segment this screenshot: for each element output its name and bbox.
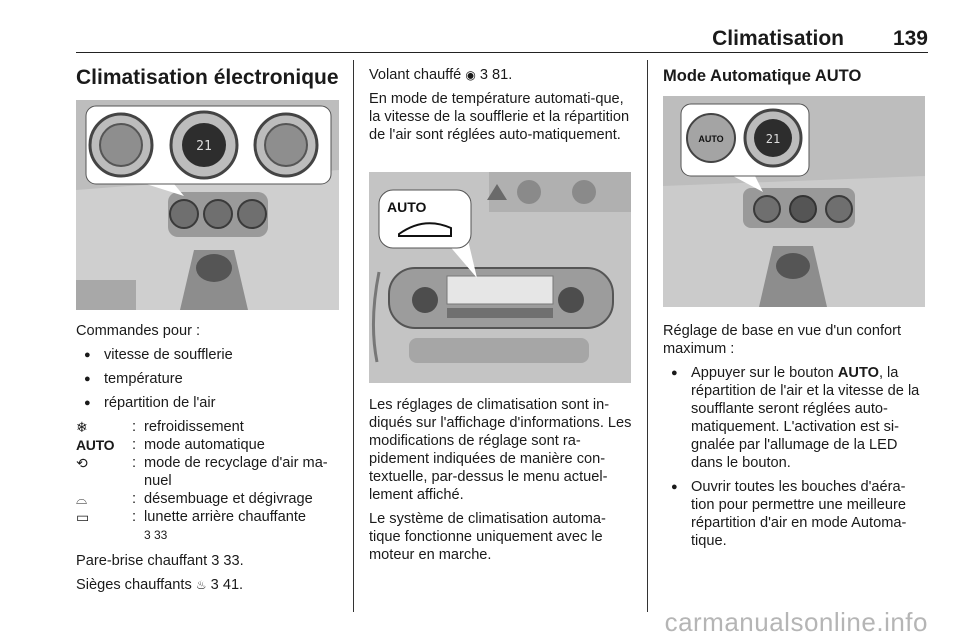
cross-reference[interactable]: 3 81. — [479, 67, 513, 83]
page-number: 139 — [892, 27, 928, 50]
display-paragraph: Les réglages de climatisation sont in-di… — [369, 397, 632, 503]
cross-reference[interactable]: 3 33. — [211, 553, 244, 569]
column-2: Volant chauffé ◉ 3 81. En mode de tempér… — [369, 66, 633, 150]
column-1: Climatisation électronique — [76, 66, 341, 90]
controls-intro: Commandes pour : — [76, 323, 201, 339]
legend-text: mode automatique — [144, 437, 265, 453]
chapter-title: Climatisation — [712, 27, 844, 50]
legend-text: désembuage et dégivrage — [144, 491, 313, 507]
list-item: répartition de l'air — [76, 394, 341, 412]
section-title: Mode Automatique AUTO — [663, 67, 862, 85]
steering-paragraph: Volant chauffé ◉ 3 81. — [369, 67, 513, 83]
column-3-text: Réglage de base en vue d'un confort maxi… — [663, 322, 928, 556]
windscreen-paragraph: Pare-brise chauffant 3 33. — [76, 553, 244, 569]
figure-auto-dial: AUTO 21 — [663, 96, 925, 307]
heated-steering-icon: ◉ — [465, 68, 476, 82]
seats-paragraph: Sièges chauffants ♨ 3 41. — [76, 577, 244, 593]
legend-separator: : — [132, 455, 137, 471]
legend-separator: : — [132, 509, 137, 525]
auto-button-ref: AUTO — [837, 365, 879, 381]
symbol-legend: ❄ : refroidissement AUTO : mode automati… — [76, 418, 341, 544]
rear-window-heat-icon: ▭ — [76, 509, 90, 525]
controls-list: vitesse de soufflerie température répart… — [76, 346, 341, 412]
auto-steps-list: Appuyer sur le bouton AUTO, la répartiti… — [663, 364, 928, 550]
column-2-text: Les réglages de climatisation sont in-di… — [369, 396, 633, 570]
list-item: vitesse de soufflerie — [76, 346, 341, 364]
list-item: Ouvrir toutes les bouches d'aéra-tion po… — [663, 478, 928, 550]
auto-callout-label: AUTO — [387, 199, 427, 215]
base-setting-paragraph: Réglage de base en vue d'un confort maxi… — [663, 323, 902, 357]
auto-mode-paragraph: En mode de température automati-que, la … — [369, 91, 630, 143]
cross-reference[interactable]: 3 41. — [210, 577, 244, 593]
page-header: Climatisation 139 — [76, 24, 928, 54]
header-rule — [76, 52, 928, 53]
section-title: Climatisation électronique — [76, 66, 339, 89]
legend-text: refroidissement — [144, 419, 244, 435]
legend-separator: : — [132, 419, 137, 435]
list-item: température — [76, 370, 341, 388]
snowflake-icon: ❄ — [76, 419, 88, 435]
figure-climate-controls: 21 — [76, 100, 339, 310]
list-item: Appuyer sur le bouton AUTO, la répartiti… — [663, 364, 928, 472]
legend-separator: : — [132, 491, 137, 507]
heated-seat-icon: ♨ — [195, 578, 207, 592]
legend-text: lunette arrière chauffante 3 33 — [144, 509, 306, 542]
svg-text:21: 21 — [196, 139, 212, 154]
dial-auto-label: AUTO — [698, 134, 723, 144]
column-3: Mode Automatique AUTO — [663, 66, 928, 86]
recirculation-icon: ⟲ — [76, 455, 88, 471]
engine-paragraph: Le système de climatisation automa-tique… — [369, 511, 606, 563]
column-1-text: Commandes pour : vitesse de soufflerie t… — [76, 322, 341, 600]
watermark: carmanualsonline.info — [664, 607, 928, 637]
svg-text:21: 21 — [766, 132, 780, 146]
auto-label: AUTO — [76, 437, 115, 453]
cross-reference[interactable]: 3 33 — [144, 528, 168, 542]
column-divider-2 — [647, 60, 648, 612]
figure-auto-button: AUTO — [369, 172, 631, 383]
legend-text: mode de recyclage d'air ma-nuel — [144, 455, 328, 489]
column-divider-1 — [353, 60, 354, 612]
windscreen-defrost-icon: ⌓ — [76, 491, 88, 507]
legend-separator: : — [132, 437, 137, 453]
